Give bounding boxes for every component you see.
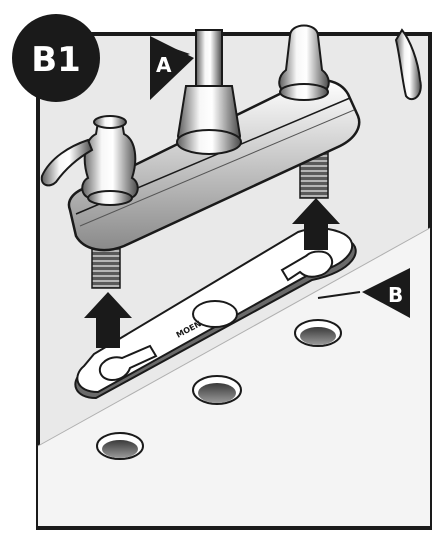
callout-b-label: B — [388, 283, 403, 307]
countertop-hole — [97, 433, 143, 459]
step-badge-label: B1 — [31, 40, 81, 80]
step-badge: B1 — [12, 14, 100, 102]
countertop-hole — [193, 376, 241, 404]
callout-a-label: A — [156, 53, 172, 77]
countertop-hole — [295, 320, 341, 346]
